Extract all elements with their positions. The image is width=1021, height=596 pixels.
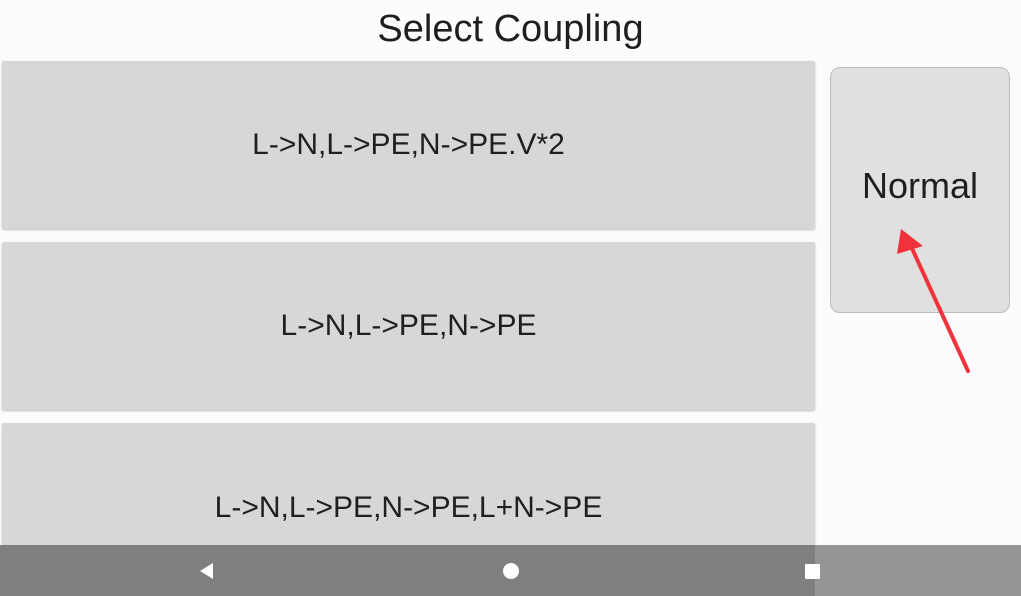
nav-back-button[interactable] (177, 545, 237, 596)
normal-button-label: Normal (861, 165, 978, 206)
coupling-option-button-2[interactable]: L->N,L->PE,N->PE (2, 242, 815, 410)
nav-home-button[interactable] (481, 545, 541, 596)
nav-recent-button[interactable] (782, 545, 842, 596)
navigation-bar-extension (815, 545, 1021, 596)
recent-square-icon (805, 563, 820, 579)
coupling-option-label: L->N,L->PE,N->PE.V*2 (252, 128, 565, 161)
coupling-option-label: L->N,L->PE,N->PE (280, 309, 537, 342)
home-circle-icon (503, 562, 519, 579)
coupling-option-button-1[interactable]: L->N,L->PE,N->PE.V*2 (2, 61, 815, 229)
page-title: Select Coupling (377, 8, 644, 50)
back-triangle-icon (200, 562, 213, 579)
coupling-option-label: L->N,L->PE,N->PE,L+N->PE (214, 491, 603, 524)
navigation-bar (0, 545, 1021, 596)
normal-button[interactable]: Normal (830, 67, 1010, 313)
